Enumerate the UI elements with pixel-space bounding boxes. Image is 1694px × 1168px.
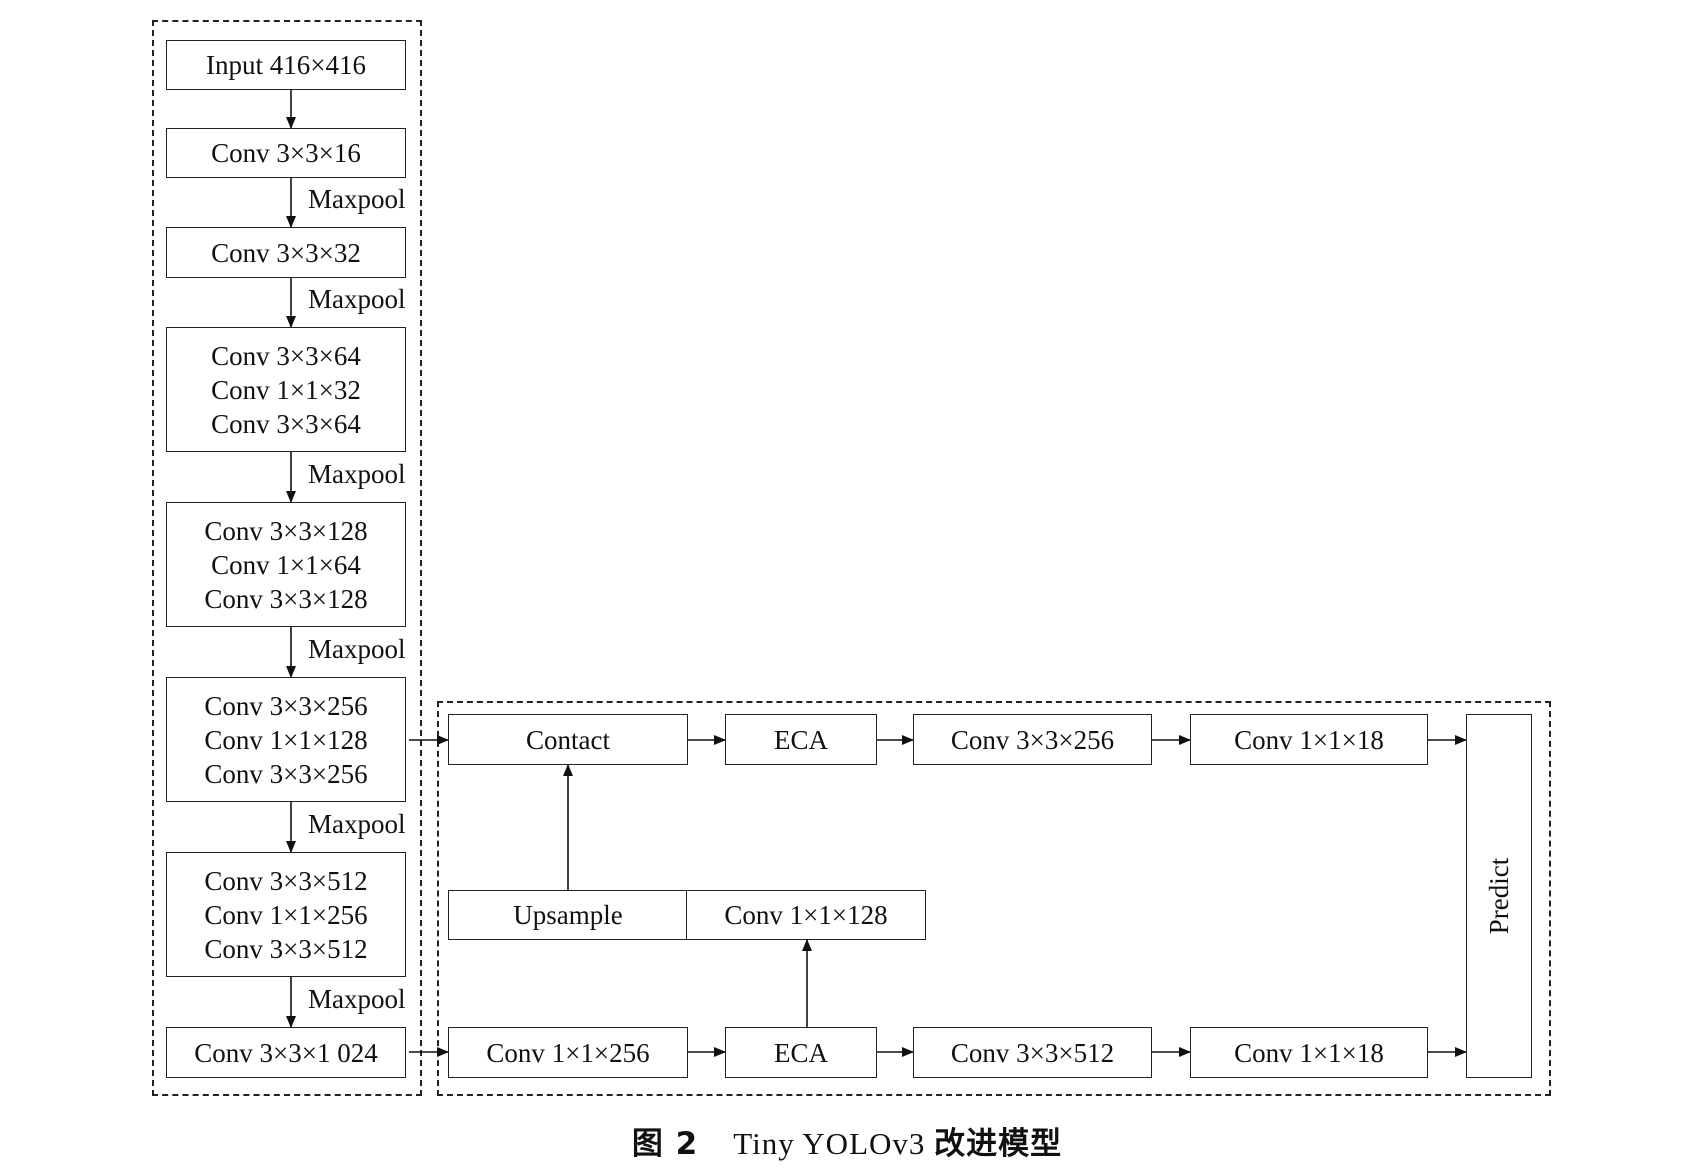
block4-box: Conv 3×3×128 Conv 1×1×64 Conv 3×3×128 bbox=[166, 502, 406, 627]
backbone-group bbox=[152, 20, 422, 1096]
block4-line-3: Conv 3×3×128 bbox=[204, 583, 368, 614]
input-box: Input 416×416 bbox=[166, 40, 406, 90]
eca-top-label: ECA bbox=[774, 724, 828, 755]
conv7-box: Conv 3×3×1 024 bbox=[166, 1027, 406, 1078]
upsample-box: Upsample bbox=[448, 890, 688, 940]
out-top-label: Conv 1×1×18 bbox=[1234, 724, 1384, 755]
contact-label: Contact bbox=[526, 724, 610, 755]
block4-line-1: Conv 3×3×128 bbox=[204, 515, 368, 546]
conv128-label: Conv 1×1×128 bbox=[724, 900, 888, 930]
input-label: Input 416×416 bbox=[206, 50, 366, 80]
block6-line-2: Conv 1×1×256 bbox=[204, 899, 368, 930]
contact-box: Contact bbox=[448, 714, 688, 765]
block3-box: Conv 3×3×64 Conv 1×1×32 Conv 3×3×64 bbox=[166, 327, 406, 452]
out-top-box: Conv 1×1×18 bbox=[1190, 714, 1428, 765]
block5-box: Conv 3×3×256 Conv 1×1×128 Conv 3×3×256 bbox=[166, 677, 406, 802]
conv512-label: Conv 3×3×512 bbox=[950, 1037, 1115, 1068]
maxpool-label-3: Maxpool bbox=[308, 459, 406, 489]
block3-line-3: Conv 3×3×64 bbox=[211, 408, 361, 439]
predict-box: Predict bbox=[1466, 714, 1532, 1078]
figure-caption: 图 2 Tiny YOLOv3 改进模型 bbox=[0, 1118, 1694, 1163]
eca-bottom-label: ECA bbox=[774, 1037, 828, 1068]
predict-label: Predict bbox=[1484, 857, 1515, 935]
out-bottom-label: Conv 1×1×18 bbox=[1234, 1037, 1384, 1068]
conv512-box: Conv 3×3×512 bbox=[913, 1027, 1152, 1078]
maxpool-label-2: Maxpool bbox=[308, 284, 406, 314]
conv7-label: Conv 3×3×1 024 bbox=[194, 1037, 378, 1068]
block6-line-1: Conv 3×3×512 bbox=[204, 865, 368, 896]
block3-line-1: Conv 3×3×64 bbox=[211, 340, 361, 371]
caption-figure-label: 图 2 bbox=[631, 1126, 699, 1162]
conv256-box: Conv 3×3×256 bbox=[913, 714, 1152, 765]
conv1-label: Conv 3×3×16 bbox=[211, 138, 361, 168]
maxpool-label-6: Maxpool bbox=[308, 984, 406, 1014]
block4-line-2: Conv 1×1×64 bbox=[211, 549, 361, 580]
conv1x1-256-box: Conv 1×1×256 bbox=[448, 1027, 688, 1078]
block5-line-3: Conv 3×3×256 bbox=[204, 758, 368, 789]
maxpool-label-5: Maxpool bbox=[308, 809, 406, 839]
eca-top-box: ECA bbox=[725, 714, 877, 765]
maxpool-label-1: Maxpool bbox=[308, 184, 406, 214]
maxpool-label-4: Maxpool bbox=[308, 634, 406, 664]
block3-line-2: Conv 1×1×32 bbox=[211, 374, 361, 405]
conv256-label: Conv 3×3×256 bbox=[950, 724, 1115, 755]
eca-bottom-box: ECA bbox=[725, 1027, 877, 1078]
block5-line-2: Conv 1×1×128 bbox=[204, 724, 368, 755]
upsample-label: Upsample bbox=[513, 900, 623, 930]
block6-box: Conv 3×3×512 Conv 1×1×256 Conv 3×3×512 bbox=[166, 852, 406, 977]
block6-line-3: Conv 3×3×512 bbox=[204, 933, 368, 964]
conv1x1-256-label: Conv 1×1×256 bbox=[486, 1037, 650, 1068]
caption-model: Tiny YOLOv3 bbox=[733, 1126, 926, 1161]
conv2-box: Conv 3×3×32 bbox=[166, 227, 406, 278]
conv128-box: Conv 1×1×128 bbox=[686, 890, 926, 940]
caption-title: 改进模型 bbox=[934, 1126, 1063, 1162]
block5-line-1: Conv 3×3×256 bbox=[204, 690, 368, 721]
conv1-box: Conv 3×3×16 bbox=[166, 128, 406, 178]
conv2-label: Conv 3×3×32 bbox=[211, 237, 361, 268]
out-bottom-box: Conv 1×1×18 bbox=[1190, 1027, 1428, 1078]
head-group bbox=[437, 701, 1551, 1096]
